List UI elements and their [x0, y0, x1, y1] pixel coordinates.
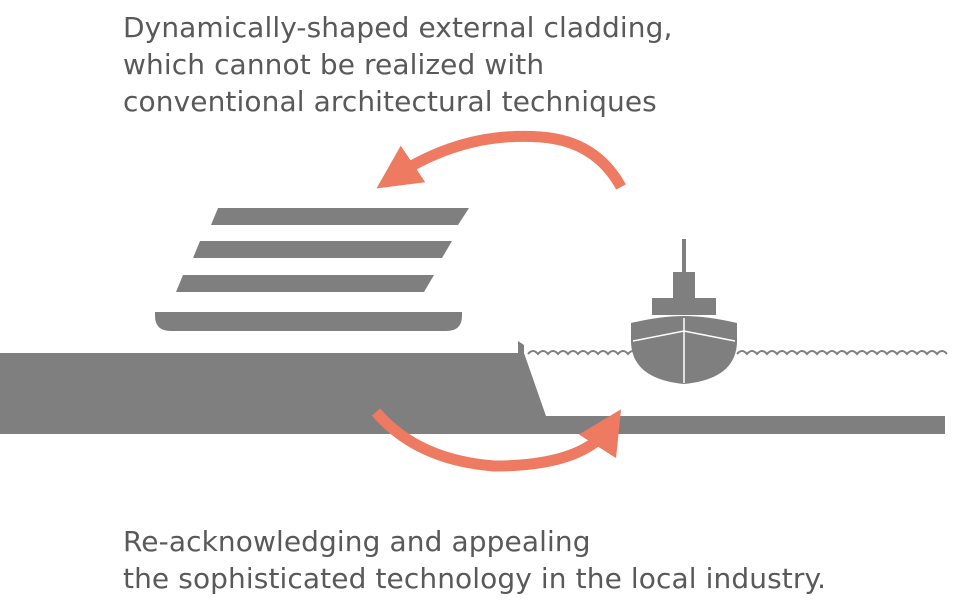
top-caption-line-1: Dynamically-shaped external cladding,	[123, 11, 673, 44]
ship-mast	[682, 239, 686, 273]
cladding-strip-1	[211, 208, 469, 225]
top-caption: Dynamically-shaped external cladding, wh…	[123, 9, 672, 120]
arrow-top-curve	[376, 130, 626, 190]
ship-icon	[631, 239, 737, 384]
building-cladding-icon	[155, 208, 469, 331]
bottom-caption: Re-acknowledging and appealing the sophi…	[123, 523, 826, 597]
ship-funnel	[673, 272, 695, 298]
bottom-caption-line-1: Re-acknowledging and appealing	[123, 525, 591, 558]
bottom-caption-line-2: the sophisticated technology in the loca…	[123, 562, 827, 595]
land-quay	[0, 341, 945, 434]
arrow-bottom-curve	[371, 408, 622, 472]
ship-hull-lines	[632, 318, 736, 383]
top-caption-line-2: which cannot be realized with	[123, 48, 545, 81]
cladding-base	[155, 312, 462, 331]
ship-bridge	[652, 298, 716, 315]
cladding-strip-2	[193, 241, 452, 258]
cladding-strip-3	[176, 275, 434, 292]
top-caption-line-3: conventional architectural techniques	[123, 85, 657, 118]
water-waves-icon	[527, 350, 948, 356]
